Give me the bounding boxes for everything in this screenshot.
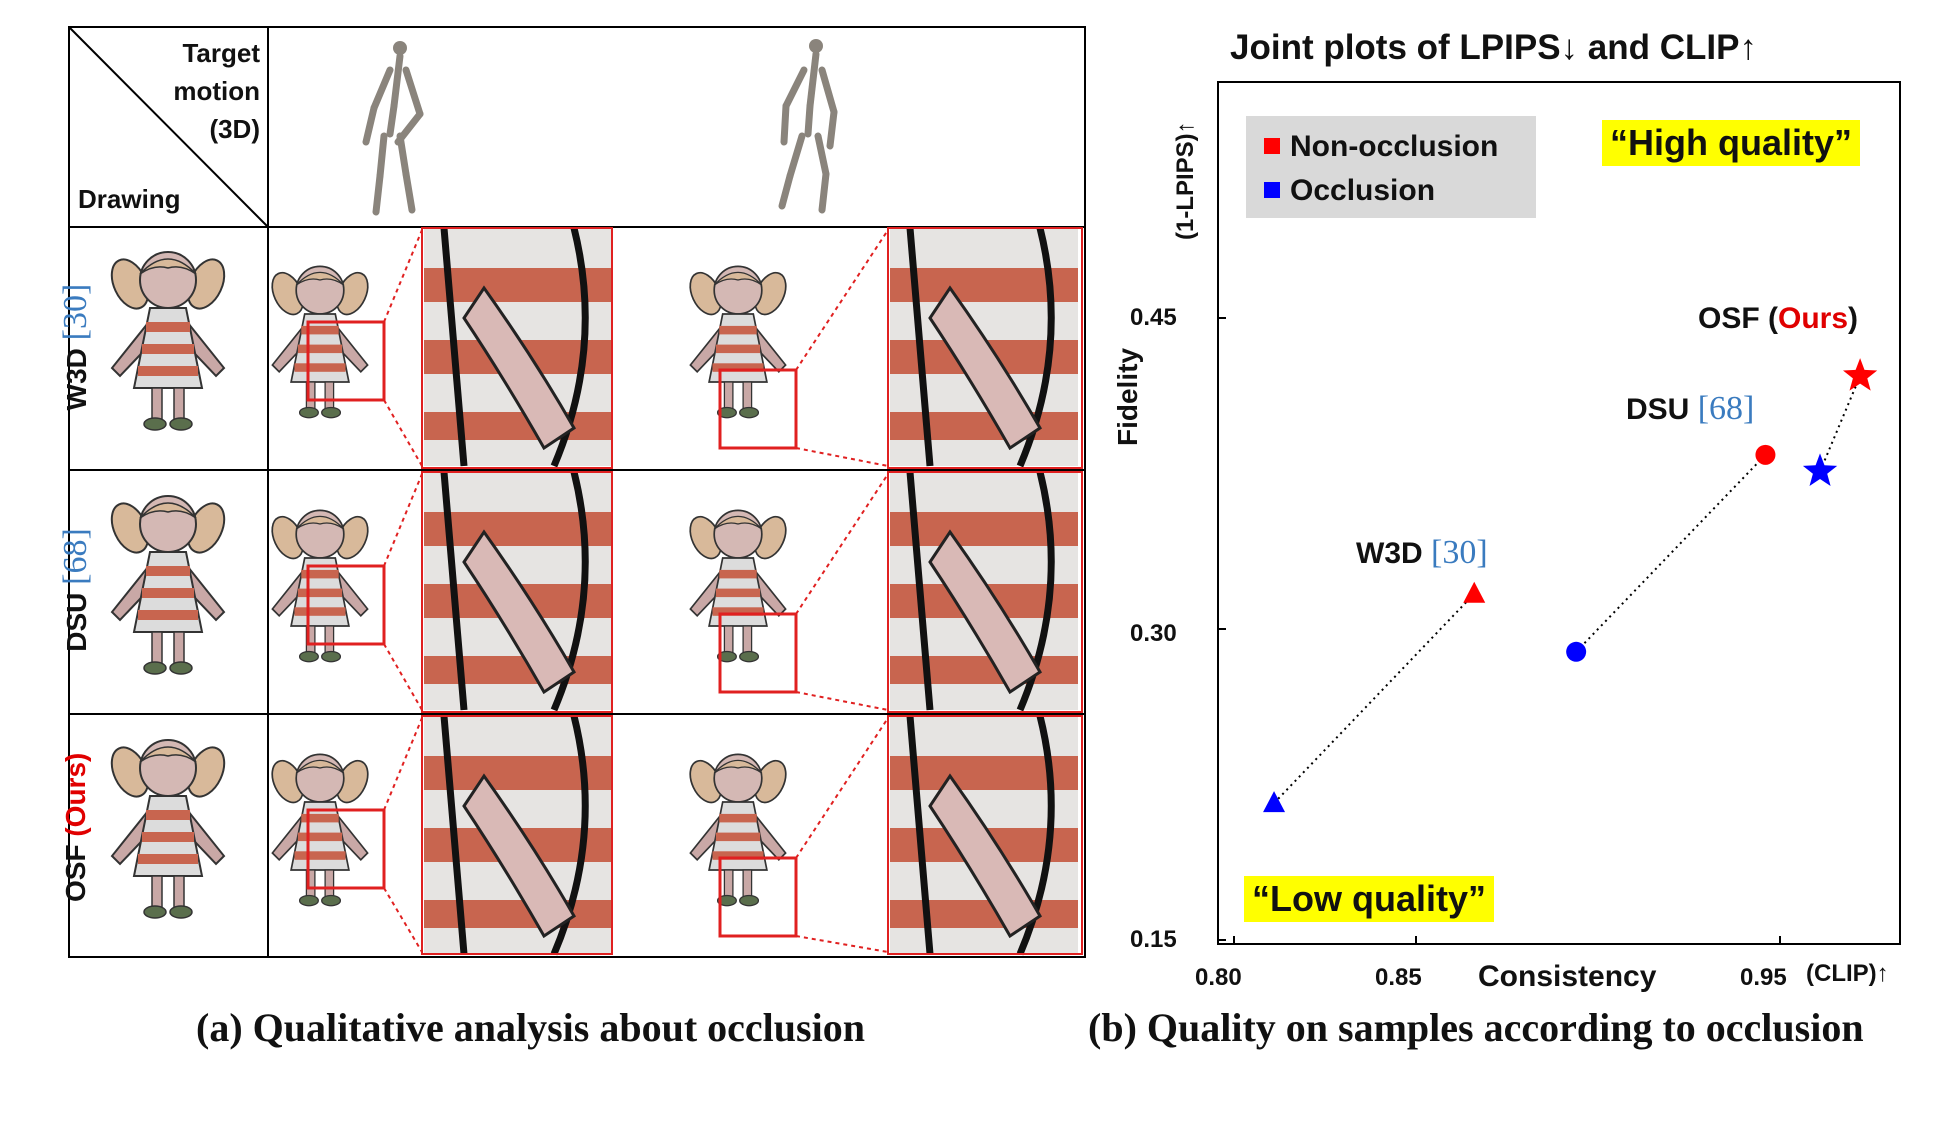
x-tick-label: 0.85 bbox=[1375, 964, 1422, 991]
grid-border-bottom bbox=[68, 956, 1086, 958]
data-point bbox=[1566, 641, 1587, 662]
x-axis-label: Consistency bbox=[1478, 960, 1657, 993]
grid-divider-row2 bbox=[68, 713, 1086, 715]
grid-divider-row1 bbox=[68, 469, 1086, 471]
header-drawing: Drawing bbox=[78, 184, 181, 214]
legend-item-non-occlusion: Non-occlusion bbox=[1264, 130, 1498, 164]
grid-border-left bbox=[68, 26, 70, 958]
data-point bbox=[1802, 453, 1838, 486]
grid-border-top bbox=[68, 26, 1086, 28]
skeleton-pose-2 bbox=[778, 39, 838, 214]
point-label-osf-close: ) bbox=[1848, 302, 1859, 335]
point-label-dsu-name: DSU bbox=[1626, 393, 1690, 426]
caption-left: (a) Qualitative analysis about occlusion bbox=[196, 1005, 865, 1050]
connector-line bbox=[1819, 375, 1862, 472]
legend: Non-occlusion Occlusion bbox=[1246, 116, 1536, 218]
data-points bbox=[1263, 358, 1878, 813]
connector-line bbox=[1575, 454, 1767, 653]
point-label-w3d-ref: [30] bbox=[1431, 534, 1488, 571]
point-label-osf: OSF (Ours) bbox=[1698, 302, 1858, 336]
high-quality-annotation: “High quality” bbox=[1602, 120, 1860, 166]
axis-ticks bbox=[1218, 317, 1781, 944]
point-label-dsu-ref: [68] bbox=[1697, 390, 1755, 427]
header-target: Target bbox=[182, 38, 260, 68]
legend-label: Occlusion bbox=[1290, 174, 1436, 207]
x-tick-label: 0.95 bbox=[1740, 964, 1787, 991]
connector-line bbox=[1273, 593, 1475, 804]
result-row-dsu bbox=[265, 472, 1083, 712]
caption-right: (b) Quality on samples according to occl… bbox=[1088, 1005, 1864, 1050]
result-row-w3d bbox=[265, 228, 1083, 468]
point-label-dsu: DSU [68] bbox=[1626, 390, 1754, 428]
point-label-osf-name: OSF ( bbox=[1698, 302, 1778, 335]
skeleton-pose-1 bbox=[362, 41, 424, 216]
low-quality-annotation: “Low quality” bbox=[1244, 876, 1494, 922]
legend-label: Non-occlusion bbox=[1290, 130, 1499, 163]
qualitative-grid: Target motion (3D) Drawing W3D [30] bbox=[57, 26, 1086, 958]
qualitative-figures bbox=[103, 26, 1083, 958]
y-tick-label: 0.45 bbox=[1130, 304, 1177, 331]
target-motion-skeletons bbox=[362, 39, 838, 216]
header-3d: (3D) bbox=[209, 114, 260, 144]
result-row-osf bbox=[265, 716, 1083, 954]
y-tick-label: 0.30 bbox=[1130, 620, 1177, 647]
data-point bbox=[1755, 444, 1776, 465]
header-target-motion: Target motion (3D) bbox=[164, 34, 260, 148]
y-tick-label: 0.15 bbox=[1130, 926, 1177, 953]
data-point bbox=[1463, 581, 1486, 603]
x-axis-unit: (CLIP)↑ bbox=[1806, 960, 1889, 987]
legend-item-occlusion: Occlusion bbox=[1264, 174, 1435, 208]
legend-swatch-red bbox=[1264, 138, 1280, 154]
plot-frame bbox=[1217, 81, 1901, 945]
data-point bbox=[1843, 358, 1878, 391]
data-point bbox=[1263, 791, 1286, 813]
y-axis-label: Fidelity bbox=[1112, 347, 1143, 446]
connector-lines bbox=[1273, 375, 1862, 804]
header-motion: motion bbox=[173, 76, 260, 106]
plot-title: Joint plots of LPIPS↓ and CLIP↑ bbox=[1230, 28, 1757, 67]
header-diagonal bbox=[69, 27, 268, 226]
y-axis-unit: (1-LPIPS)↑ bbox=[1172, 121, 1199, 240]
point-label-w3d-name: W3D bbox=[1356, 537, 1423, 570]
legend-swatch-blue bbox=[1264, 182, 1280, 198]
point-label-w3d: W3D [30] bbox=[1356, 534, 1488, 572]
point-label-osf-ours: Ours bbox=[1778, 302, 1849, 335]
x-tick-label: 0.80 bbox=[1195, 964, 1242, 991]
grid-border-right bbox=[1084, 26, 1086, 958]
grid-divider-vertical bbox=[267, 26, 269, 958]
